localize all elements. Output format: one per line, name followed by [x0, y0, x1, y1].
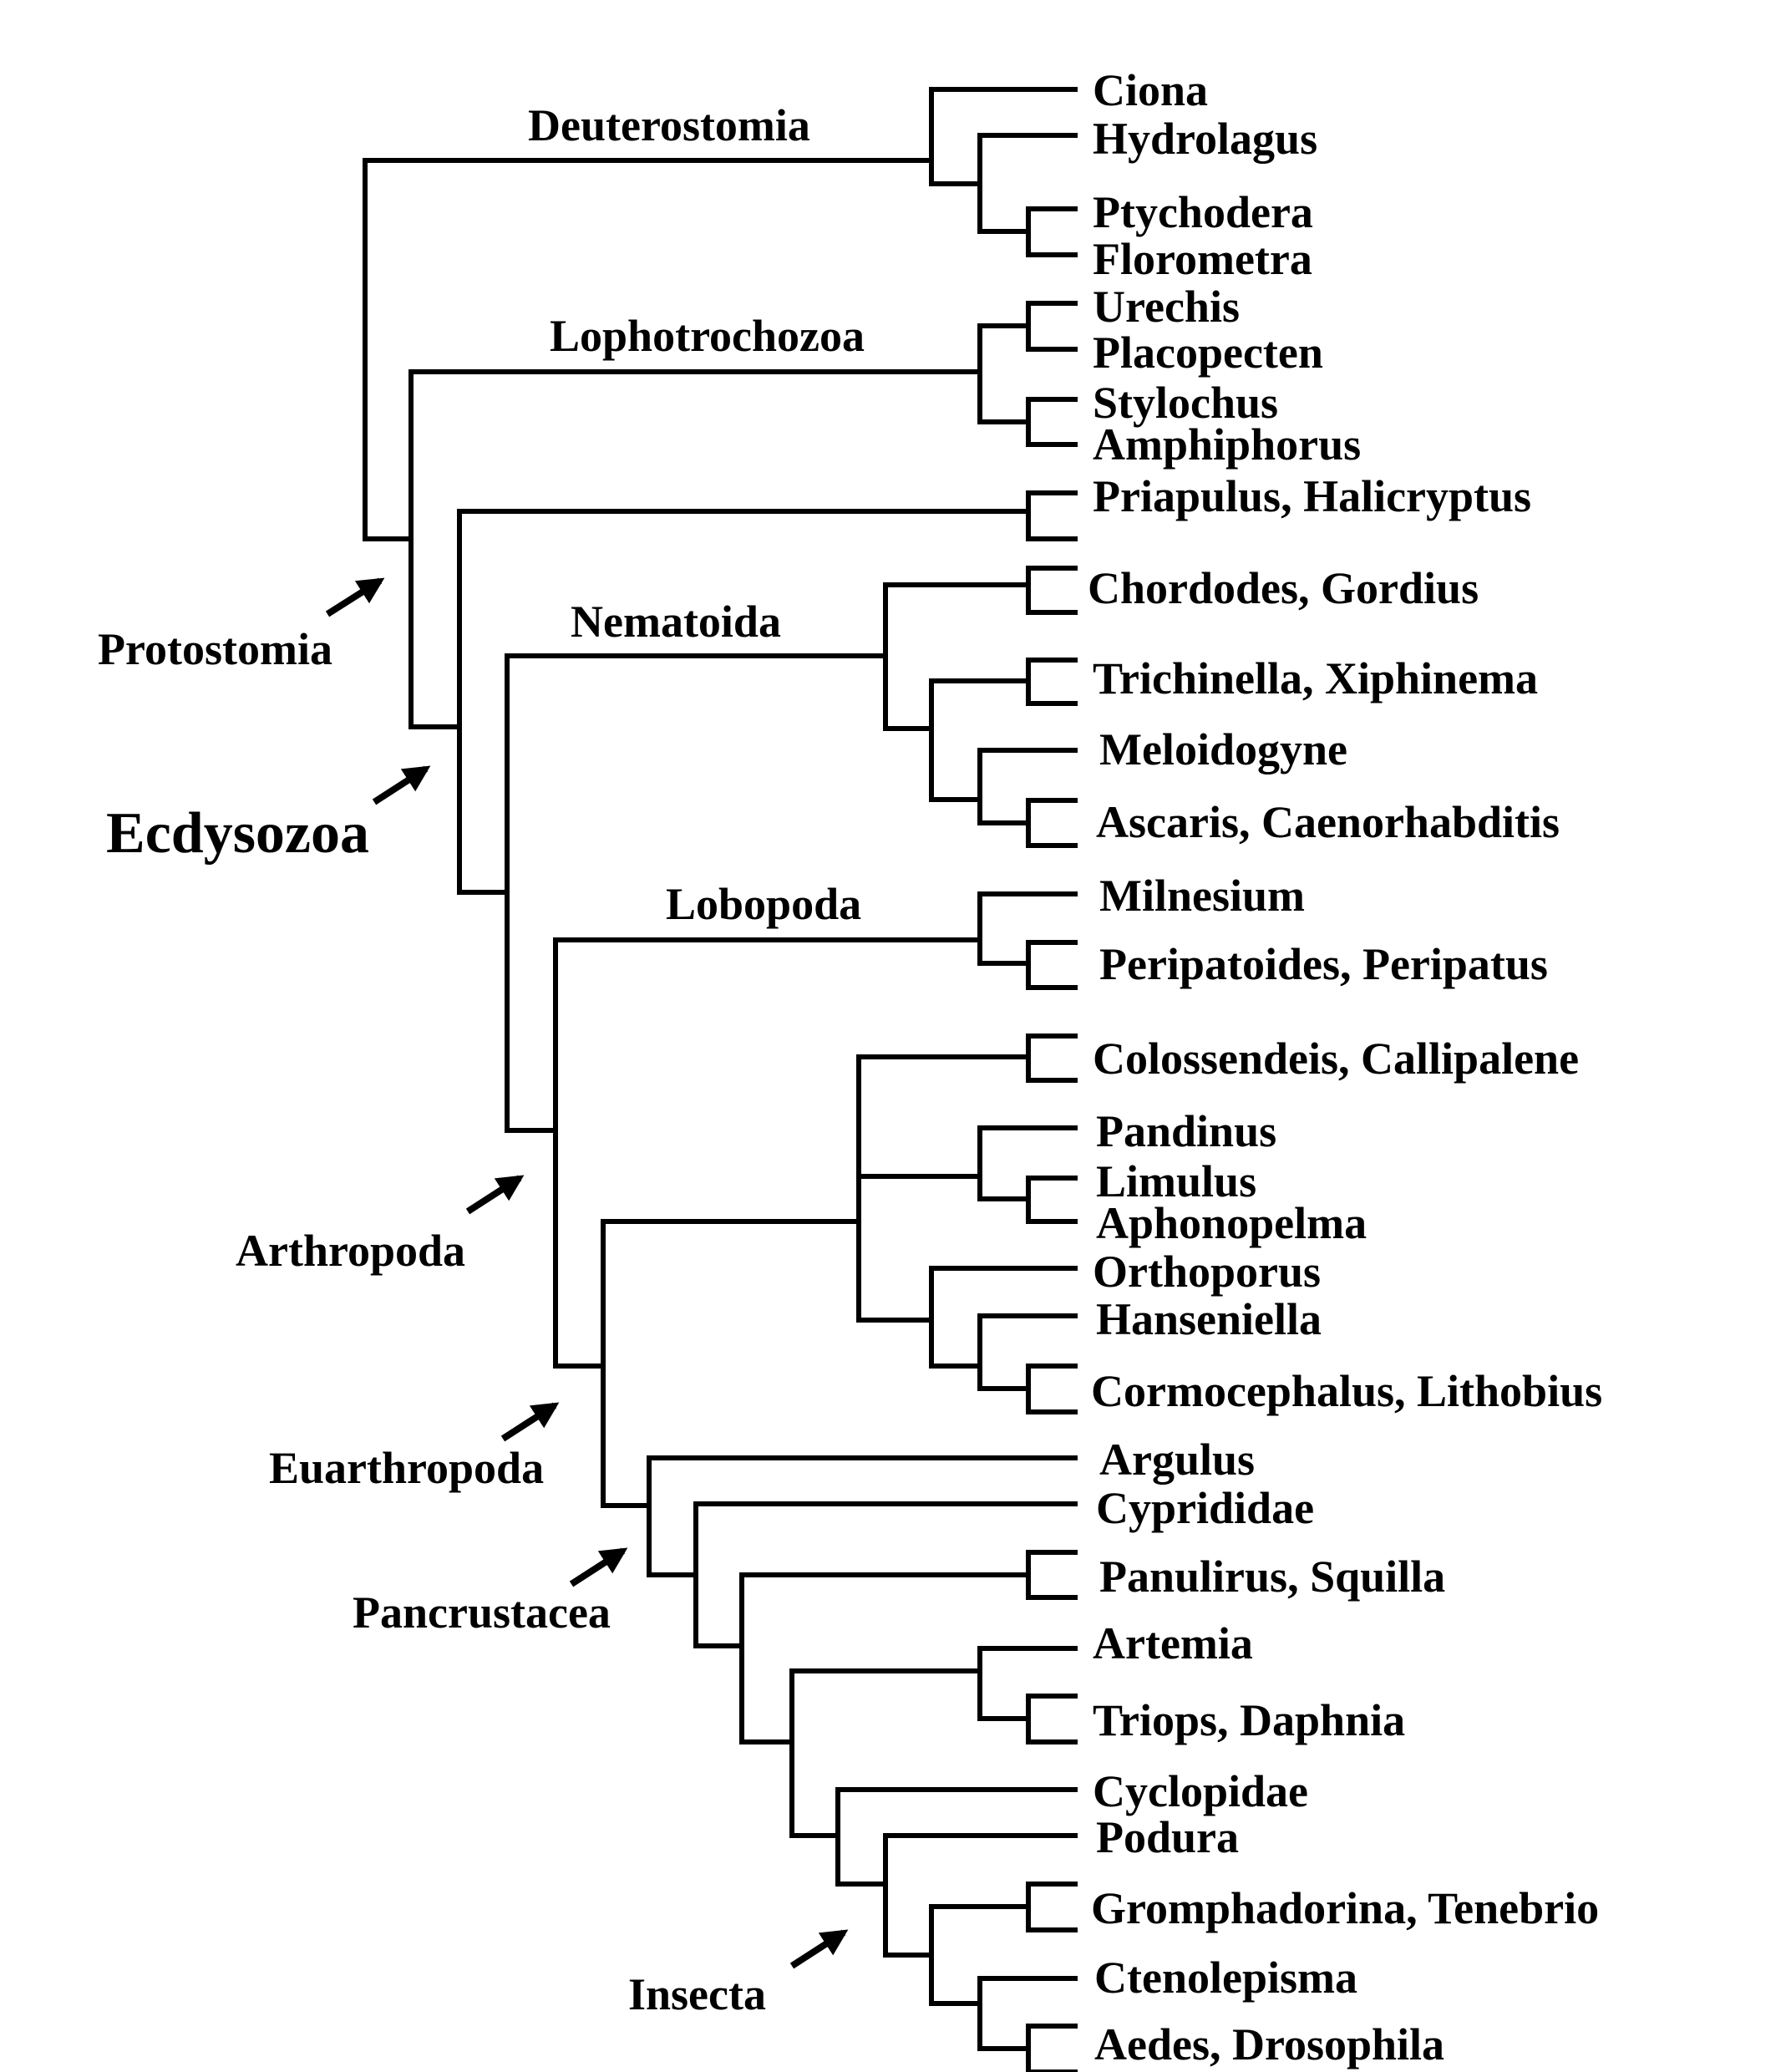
arrow-up-right-icon [465, 1175, 525, 1215]
clade-label-lophotrochozoa: Lophotrochozoa [550, 311, 865, 361]
arrow-up-right-icon [789, 1929, 849, 1969]
taxon-label: Chordodes, Gordius [1088, 563, 1479, 613]
taxon-label: Cyprididae [1096, 1483, 1314, 1533]
taxon-label: Cormocephalus, Lithobius [1091, 1366, 1602, 1416]
taxon-label: Stylochus [1093, 378, 1278, 428]
taxon-label: Urechis [1093, 282, 1240, 332]
taxon-label: Colossendeis, Callipalene [1093, 1033, 1579, 1084]
tip-labels: Ciona Hydrolagus Ptychodera Florometra U… [1088, 65, 1602, 2069]
taxon-label: Panulirus, Squilla [1099, 1551, 1445, 1602]
taxon-label: Ciona [1093, 65, 1208, 115]
taxon-label: Orthoporus [1093, 1247, 1321, 1297]
taxon-label: Hanseniella [1096, 1294, 1322, 1344]
arrow-up-right-icon [569, 1547, 628, 1587]
taxon-label: Peripatoides, Peripatus [1099, 939, 1548, 989]
taxon-label: Hydrolagus [1093, 114, 1317, 164]
taxon-label: Gromphadorina, Tenebrio [1091, 1883, 1599, 1933]
clade-label-ecdysozoa: Ecdysozoa [106, 801, 369, 866]
clade-label-pancrustacea: Pancrustacea [353, 1587, 611, 1638]
taxon-label: Cyclopidae [1093, 1766, 1308, 1816]
clade-label-arthropoda: Arthropoda [236, 1226, 465, 1276]
arrow-up-right-icon [372, 765, 431, 805]
taxon-label: Placopecten [1093, 328, 1323, 378]
clade-label-deuterostomia: Deuterostomia [528, 100, 810, 150]
taxon-label: Meloidogyne [1099, 724, 1347, 774]
taxon-label: Trichinella, Xiphinema [1093, 653, 1538, 703]
taxon-label: Aphonopelma [1096, 1198, 1367, 1248]
taxon-label: Limulus [1096, 1156, 1256, 1206]
taxon-label: Amphiphorus [1093, 419, 1361, 470]
taxon-label: Triops, Daphnia [1093, 1695, 1405, 1745]
taxon-label: Argulus [1099, 1435, 1255, 1485]
taxon-label: Florometra [1093, 234, 1312, 284]
clade-label-insecta: Insecta [628, 1969, 766, 2019]
taxon-label: Podura [1096, 1812, 1239, 1862]
taxon-label: Artemia [1093, 1618, 1253, 1668]
clade-label-nematoida: Nematoida [571, 597, 781, 647]
arrow-up-right-icon [325, 577, 385, 617]
taxon-label: Milnesium [1099, 871, 1305, 921]
taxon-label: Ctenolepisma [1094, 1953, 1357, 2003]
arrow-up-right-icon [500, 1402, 560, 1442]
clade-label-euarthropoda: Euarthropoda [269, 1443, 544, 1493]
taxon-label: Ascaris, Caenorhabditis [1096, 797, 1560, 847]
taxon-label: Aedes, Drosophila [1094, 2019, 1444, 2069]
taxon-label: Pandinus [1096, 1106, 1276, 1156]
taxon-label: Priapulus, Halicryptus [1093, 471, 1531, 521]
clade-label-lobopoda: Lobopoda [666, 879, 861, 929]
clade-label-protostomia: Protostomia [98, 624, 332, 674]
tree-branches [363, 87, 1078, 2072]
taxon-label: Ptychodera [1093, 187, 1313, 237]
